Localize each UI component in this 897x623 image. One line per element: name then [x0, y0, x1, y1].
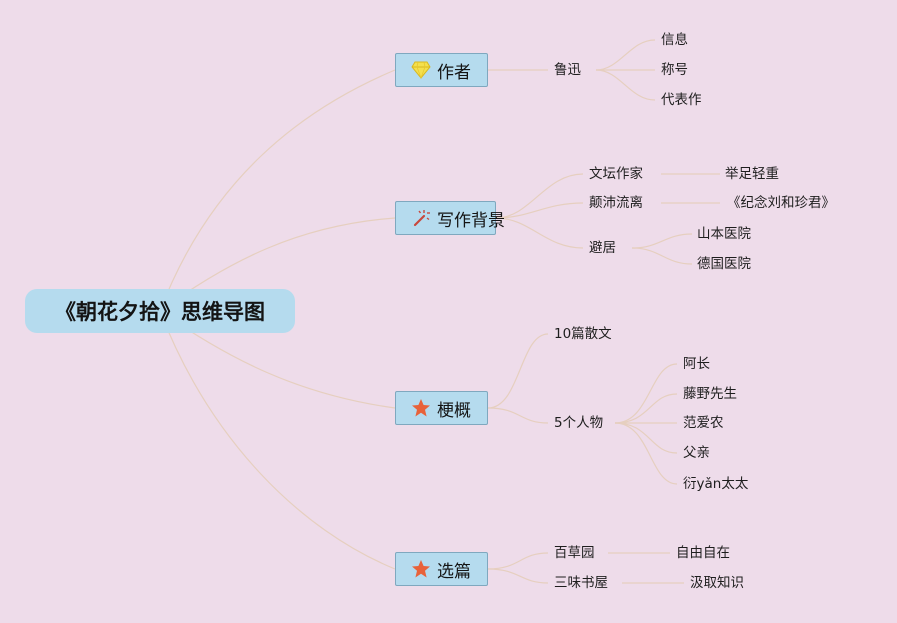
connector-luxun-info	[595, 39, 656, 71]
subtopic-ten-essays[interactable]: 10篇散文	[554, 326, 612, 342]
branch-background-label: 写作背景	[437, 210, 505, 231]
root-topic-label: 《朝花夕拾》思维导图	[55, 300, 265, 324]
topic-fan-ainong[interactable]: 范爱农	[683, 415, 724, 431]
gem-icon	[411, 60, 431, 80]
connector-background-wander	[495, 202, 584, 219]
branch-background[interactable]: 写作背景	[395, 201, 505, 235]
connector-root-selection	[159, 310, 396, 570]
connector-refuge-yamamoto	[631, 233, 693, 249]
topic-info[interactable]: 信息	[661, 32, 688, 48]
subtopic-refuge[interactable]: 避居	[589, 240, 616, 256]
branch-selection[interactable]: 选篇	[395, 552, 488, 586]
topic-father[interactable]: 父亲	[683, 445, 710, 461]
connector-background-refuge	[495, 217, 584, 249]
topic-carefree[interactable]: 自由自在	[676, 545, 730, 561]
subtopic-luxun[interactable]: 鲁迅	[554, 62, 581, 78]
connector-root-author	[159, 69, 396, 312]
connector-selection-garden	[487, 552, 549, 570]
root-topic[interactable]: 《朝花夕拾》思维导图	[25, 289, 295, 333]
topic-achang[interactable]: 阿长	[683, 356, 710, 372]
connector-background-writer	[495, 173, 584, 219]
branch-selection-label: 选篇	[437, 561, 471, 582]
connector-summary-characters	[487, 407, 549, 424]
topic-works[interactable]: 代表作	[661, 92, 702, 108]
magic-wand-icon	[411, 208, 431, 228]
topic-title[interactable]: 称号	[661, 62, 688, 78]
connector-characters-father	[614, 422, 678, 454]
subtopic-hundred-grass-garden[interactable]: 百草园	[554, 545, 595, 561]
topic-mrs-yan[interactable]: 衍yǎn太太	[683, 476, 749, 492]
connector-characters-yan	[614, 422, 678, 485]
connector-characters-achang	[614, 363, 678, 424]
topic-german-hospital[interactable]: 德国医院	[697, 256, 751, 272]
subtopic-sanwei-study[interactable]: 三味书屋	[554, 575, 608, 591]
topic-fujino[interactable]: 藤野先生	[683, 386, 737, 402]
connector-summary-essays	[487, 333, 549, 409]
connector-selection-study	[487, 568, 549, 584]
branch-author-label: 作者	[437, 62, 471, 83]
star-icon	[411, 559, 431, 579]
connector-characters-fujino	[614, 393, 678, 424]
topic-yamamoto-hospital[interactable]: 山本医院	[697, 226, 751, 242]
branch-summary[interactable]: 梗概	[395, 391, 488, 425]
topic-gain-knowledge[interactable]: 汲取知识	[690, 575, 744, 591]
subtopic-five-characters[interactable]: 5个人物	[554, 415, 604, 431]
subtopic-literary-writer[interactable]: 文坛作家	[589, 166, 643, 182]
branch-summary-label: 梗概	[437, 400, 471, 421]
connector-luxun-works	[595, 69, 656, 101]
star-icon	[411, 398, 431, 418]
topic-influential[interactable]: 举足轻重	[725, 166, 779, 182]
topic-memorial-essay[interactable]: 《纪念刘和珍君》	[727, 195, 835, 211]
branch-author[interactable]: 作者	[395, 53, 488, 87]
connector-refuge-german	[631, 247, 693, 265]
subtopic-wandering[interactable]: 颠沛流离	[589, 195, 643, 211]
